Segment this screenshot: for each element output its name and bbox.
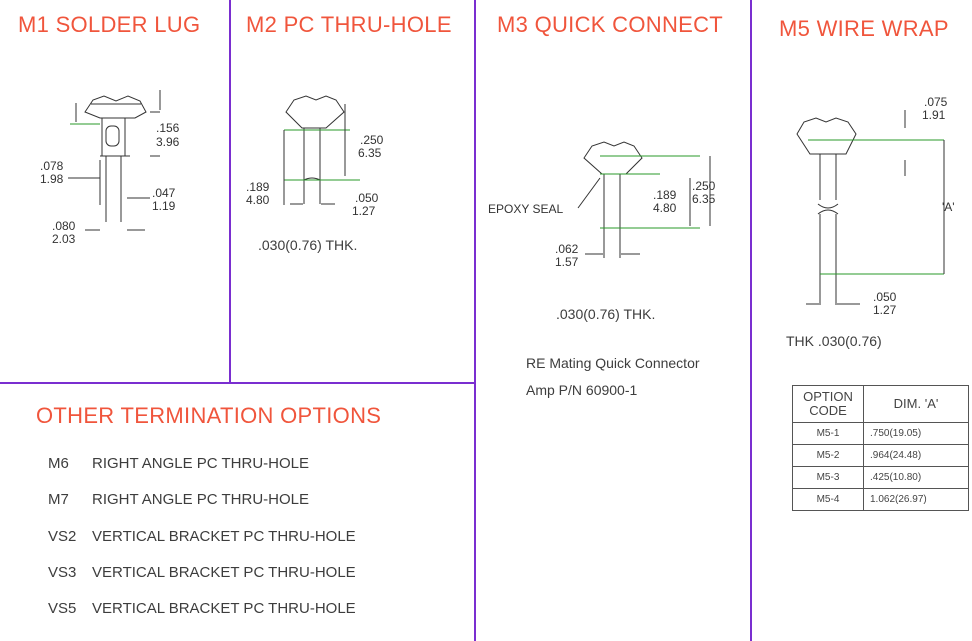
other-options-title: OTHER TERMINATION OPTIONS bbox=[36, 403, 382, 428]
list-item: M6 RIGHT ANGLE PC THRU-HOLE bbox=[48, 455, 309, 472]
m3-dim-width-mm: 1.57 bbox=[555, 255, 579, 269]
m1-solder-lug-drawing bbox=[68, 90, 161, 231]
m5-dim-head-mm: 1.91 bbox=[922, 108, 946, 122]
option-desc: VERTICAL BRACKET PC THRU-HOLE bbox=[92, 564, 356, 581]
m5-dim-head-in: .075 bbox=[924, 95, 948, 109]
divider-m1-m2 bbox=[229, 0, 231, 384]
table-row: M5-4 1.062(26.97) bbox=[792, 488, 969, 511]
table-cell-code: M5-3 bbox=[792, 466, 864, 489]
m5-dim-width-mm: 1.27 bbox=[873, 303, 897, 317]
table-cell-code: M5-1 bbox=[792, 422, 864, 445]
m1-dim-width-mm: 1.19 bbox=[152, 199, 176, 213]
list-item: VS5 VERTICAL BRACKET PC THRU-HOLE bbox=[48, 600, 356, 617]
m1-dim-height-mm: 3.96 bbox=[156, 135, 180, 149]
m3-dim-lead-in: .189 bbox=[653, 188, 677, 202]
table-row: M5-3 .425(10.80) bbox=[792, 466, 969, 489]
divider-top-bottom bbox=[0, 382, 476, 384]
m3-dim-lead-mm: 4.80 bbox=[653, 201, 677, 215]
m2-dim-lead-mm: 4.80 bbox=[246, 193, 270, 207]
m3-title: M3 QUICK CONNECT bbox=[497, 12, 724, 37]
m5-dim-width-in: .050 bbox=[873, 290, 897, 304]
m3-quick-connect-drawing bbox=[577, 141, 711, 258]
option-code: VS2 bbox=[48, 528, 77, 545]
m1-dim-height-in: .156 bbox=[156, 121, 180, 135]
m2-dim-length-in: .250 bbox=[360, 133, 384, 147]
table-cell-dim: .750(19.05) bbox=[863, 422, 969, 445]
m1-dim-hole-in: .078 bbox=[40, 159, 64, 173]
m2-dim-width-mm: 1.27 bbox=[352, 204, 376, 218]
m5-option-table: OPTION CODE DIM. 'A' M5-1 .750(19.05) M5… bbox=[792, 385, 969, 511]
divider-m3-m5 bbox=[750, 0, 752, 641]
m2-pc-thru-hole-drawing bbox=[283, 95, 360, 205]
list-item: VS3 VERTICAL BRACKET PC THRU-HOLE bbox=[48, 564, 356, 581]
m5-thickness: THK .030(0.76) bbox=[786, 333, 882, 349]
m1-title: M1 SOLDER LUG bbox=[18, 12, 201, 37]
table-cell-dim: .425(10.80) bbox=[863, 466, 969, 489]
option-desc: VERTICAL BRACKET PC THRU-HOLE bbox=[92, 600, 356, 617]
table-cell-code: M5-4 bbox=[792, 488, 864, 511]
m3-dim-length-mm: 6.35 bbox=[692, 192, 716, 206]
m5-wire-wrap-drawing bbox=[796, 110, 945, 305]
table-row: M5-1 .750(19.05) bbox=[792, 422, 969, 445]
m1-dim-width-in: .047 bbox=[152, 186, 176, 200]
option-desc: RIGHT ANGLE PC THRU-HOLE bbox=[92, 455, 309, 472]
table-cell-dim: .964(24.48) bbox=[863, 444, 969, 467]
m3-dim-length-in: .250 bbox=[692, 179, 716, 193]
m5-dim-a-label: 'A' bbox=[942, 200, 955, 214]
table-header-row: OPTION CODE DIM. 'A' bbox=[792, 385, 969, 423]
m3-dim-width-in: .062 bbox=[555, 242, 579, 256]
option-code: M7 bbox=[48, 491, 69, 508]
m1-dim-hole-mm: 1.98 bbox=[40, 172, 64, 186]
m3-epoxy-seal-label: EPOXY SEAL bbox=[488, 202, 564, 216]
option-desc: RIGHT ANGLE PC THRU-HOLE bbox=[92, 491, 309, 508]
m3-mating-connector: RE Mating Quick Connector bbox=[526, 355, 700, 371]
table-header-dim-a: DIM. 'A' bbox=[863, 385, 969, 423]
option-code: VS5 bbox=[48, 600, 77, 617]
m5-title: M5 WIRE WRAP bbox=[779, 16, 949, 41]
list-item: M7 RIGHT ANGLE PC THRU-HOLE bbox=[48, 491, 309, 508]
m1-dim-lead-mm: 2.03 bbox=[52, 232, 76, 246]
option-code: VS3 bbox=[48, 564, 77, 581]
m3-thickness: .030(0.76) THK. bbox=[556, 306, 656, 322]
list-item: VS2 VERTICAL BRACKET PC THRU-HOLE bbox=[48, 528, 356, 545]
option-desc: VERTICAL BRACKET PC THRU-HOLE bbox=[92, 528, 356, 545]
m2-dim-width-in: .050 bbox=[355, 191, 379, 205]
option-code: M6 bbox=[48, 455, 69, 472]
table-row: M5-2 .964(24.48) bbox=[792, 444, 969, 467]
m3-part-number: Amp P/N 60900-1 bbox=[526, 382, 638, 398]
m2-title: M2 PC THRU-HOLE bbox=[246, 12, 452, 37]
m1-dim-lead-in: .080 bbox=[52, 219, 76, 233]
m2-dim-length-mm: 6.35 bbox=[358, 146, 382, 160]
m2-dim-lead-in: .189 bbox=[246, 180, 270, 194]
divider-m2-m3 bbox=[474, 0, 476, 641]
table-cell-dim: 1.062(26.97) bbox=[863, 488, 969, 511]
table-header-option-code: OPTION CODE bbox=[792, 385, 864, 423]
m2-thickness: .030(0.76) THK. bbox=[258, 237, 358, 253]
table-cell-code: M5-2 bbox=[792, 444, 864, 467]
